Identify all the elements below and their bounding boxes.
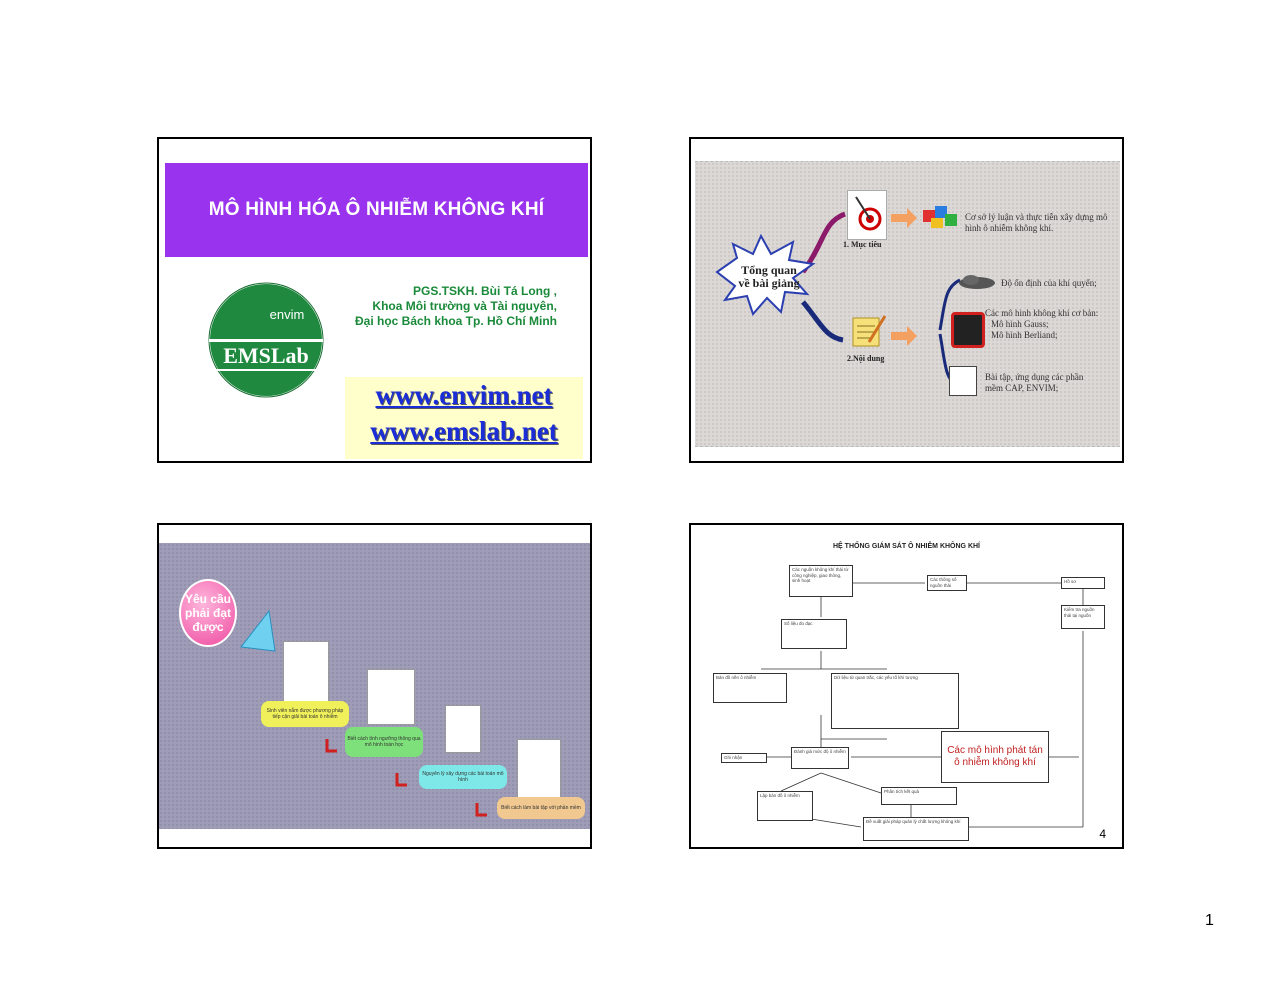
goal-line: Cơ sở lý luận và thực tiễn xây dựng mô <box>965 212 1108 222</box>
title-band: MÔ HÌNH HÓA Ô NHIỄM KHÔNG KHÍ <box>165 163 588 257</box>
flow-box-monitoring-data: Dữ liệu từ quan trắc, các yếu tố khí tượ… <box>831 673 959 729</box>
flow-box-record: Ghi nhận <box>721 753 767 763</box>
step-1: Sinh viên nắm được phương pháp tiếp cận … <box>261 701 349 727</box>
page-number: 1 <box>1205 912 1214 929</box>
models-line: Mô hình Gauss; <box>991 319 1049 329</box>
author-line: Khoa Môi trường và Tài nguyên, <box>372 299 557 313</box>
document-icon <box>949 366 977 396</box>
branch-goal-label: 1. Mục tiêu <box>843 240 882 249</box>
step-3: Nguyên lý xây dựng các bài toán mô hình <box>419 765 507 789</box>
flow-box-measurements: Số liệu đo đạc <box>781 619 847 649</box>
slide-1-title: MÔ HÌNH HÓA Ô NHIỄM KHÔNG KHÍ envim EMSL… <box>157 137 592 463</box>
computer-user-picture <box>517 739 561 799</box>
item-models: Các mô hình không khí cơ bản: Mô hình Ga… <box>985 308 1120 341</box>
step-2: Biết cách tính ngưỡng thông qua mô hình … <box>345 727 423 757</box>
logo-main-text: EMSLab <box>223 343 309 368</box>
megaphone-icon <box>240 609 276 652</box>
mindmap-area: Tổng quan về bài giảng 1. Mục tiêu Cơ sở… <box>695 161 1120 447</box>
flow-box-pollution-map: Lập bản đồ ô nhiễm <box>757 791 813 821</box>
emslab-logo: envim EMSLab <box>208 282 324 398</box>
flowchart-title: HỆ THỐNG GIÁM SÁT Ô NHIỄM KHÔNG KHÍ <box>833 543 980 550</box>
models-title-line: Các mô hình phát tán <box>947 745 1043 756</box>
goal-line: hình ô nhiễm không khí. <box>965 223 1054 233</box>
flow-box-base-map: Bản đồ nền ô nhiễm <box>713 673 787 703</box>
mindmap-center: Tổng quan về bài giảng <box>729 264 809 290</box>
slide-2-overview: Tổng quan về bài giảng 1. Mục tiêu Cơ sở… <box>689 137 1124 463</box>
exercise-line: mềm CAP, ENVIM; <box>985 383 1059 393</box>
models-title-line: ô nhiễm không khí <box>954 757 1036 768</box>
step-arrow-icon <box>325 739 337 753</box>
requirements-area: Yêu cầu phải đạt được Sinh viên nắm được… <box>159 543 590 829</box>
flow-box-sources: Các nguồn không khí thải từ công nghiệp,… <box>789 565 853 597</box>
step-arrow-icon <box>475 803 487 817</box>
emslab-link[interactable]: www.emslab.net <box>370 416 558 446</box>
center-line: Tổng quan <box>741 263 797 277</box>
exercise-line: Bài tập, ứng dụng các phần <box>985 372 1084 382</box>
badge-line: được <box>192 620 224 634</box>
center-line: về bài giảng <box>738 276 800 290</box>
author-block: PGS.TSKH. Bùi Tá Long , Khoa Môi trường … <box>355 284 557 329</box>
logo-small-text: envim <box>270 307 305 322</box>
footprint-picture <box>445 705 481 753</box>
flow-box-inspection: Kiểm tra nguồn thải tại nguồn <box>1061 605 1105 629</box>
models-line: Mô hình Berliand; <box>991 330 1058 340</box>
goal-text: Cơ sở lý luận và thực tiễn xây dựng mô h… <box>965 212 1115 234</box>
badge-line: Yêu cầu <box>184 592 232 606</box>
cloud-icon <box>957 274 997 290</box>
requirements-badge: Yêu cầu phải đạt được <box>179 579 237 647</box>
flow-box-records: Hồ sơ <box>1061 577 1105 589</box>
factory-picture <box>367 669 415 725</box>
author-line: PGS.TSKH. Bùi Tá Long , <box>413 284 557 298</box>
flow-box-assessment: Đánh giá mức độ ô nhiễm <box>791 747 849 769</box>
flow-box-params: Các thông số nguồn thải <box>927 575 967 591</box>
flow-box-dispersion-models: Các mô hình phát tán ô nhiễm không khí <box>941 731 1049 783</box>
slide-title: MÔ HÌNH HÓA Ô NHIỄM KHÔNG KHÍ <box>208 199 545 220</box>
slide-3-requirements: Yêu cầu phải đạt được Sinh viên nắm được… <box>157 523 592 849</box>
badge-line: phải đạt <box>184 606 231 620</box>
model-icon <box>951 312 985 348</box>
flow-box-solutions: Đề xuất giải pháp quản lý chất lượng khô… <box>863 817 969 841</box>
step-4: Biết cách làm bài tập với phần mềm <box>497 797 585 819</box>
envim-link[interactable]: www.envim.net <box>375 380 553 410</box>
step-arrow-icon <box>395 773 407 787</box>
url-box: www.envim.net www.emslab.net <box>345 377 583 459</box>
author-line: Đại học Bách khoa Tp. Hồ Chí Minh <box>354 314 557 328</box>
target-icon <box>847 190 887 240</box>
puzzle-icon <box>921 202 961 232</box>
branch-content-label: 2.Nội dung <box>847 354 885 363</box>
notepad-icon <box>849 312 887 350</box>
models-line: Các mô hình không khí cơ bản: <box>985 308 1099 318</box>
flow-box-analysis: Phân tích kết quả <box>881 787 957 805</box>
item-stability: Độ ổn định của khí quyển; <box>1001 278 1097 288</box>
mindmap-connectors <box>715 208 961 386</box>
slide-4-monitoring: HỆ THỐNG GIÁM SÁT Ô NHIỄM KHÔNG KHÍ Các … <box>689 523 1124 849</box>
slide-number: 4 <box>1099 827 1106 841</box>
item-exercises: Bài tập, ứng dụng các phần mềm CAP, ENVI… <box>985 372 1115 394</box>
